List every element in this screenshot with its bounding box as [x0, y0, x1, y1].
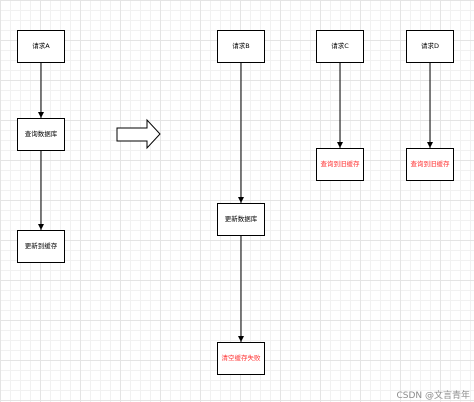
hollow-right-arrow-icon — [116, 118, 161, 150]
node-query-database[interactable]: 查询数据库 — [17, 118, 65, 151]
node-request-a[interactable]: 请求A — [17, 30, 65, 63]
node-label: 更新数据库 — [224, 215, 258, 224]
node-request-b[interactable]: 请求B — [217, 30, 265, 63]
node-label: 请求D — [420, 42, 439, 51]
node-label: 请求A — [32, 42, 50, 51]
node-query-old-cache-c[interactable]: 查询到旧缓存 — [316, 148, 364, 181]
node-label: 查询数据库 — [24, 130, 58, 139]
node-clear-cache-failed[interactable]: 清空缓存失败 — [217, 342, 265, 375]
node-label: 请求B — [232, 42, 250, 51]
node-label: 更新到缓存 — [24, 242, 58, 251]
watermark: CSDN @文言青年 — [396, 391, 470, 401]
node-update-database[interactable]: 更新数据库 — [217, 203, 265, 236]
node-request-c[interactable]: 请求C — [316, 30, 364, 63]
node-request-d[interactable]: 请求D — [406, 30, 454, 63]
node-query-old-cache-d[interactable]: 查询到旧缓存 — [406, 148, 454, 181]
node-label: 请求C — [331, 42, 349, 51]
node-label: 查询到旧缓存 — [320, 160, 360, 169]
node-update-to-cache[interactable]: 更新到缓存 — [17, 230, 65, 263]
node-label: 查询到旧缓存 — [410, 160, 450, 169]
node-label: 清空缓存失败 — [221, 354, 261, 363]
